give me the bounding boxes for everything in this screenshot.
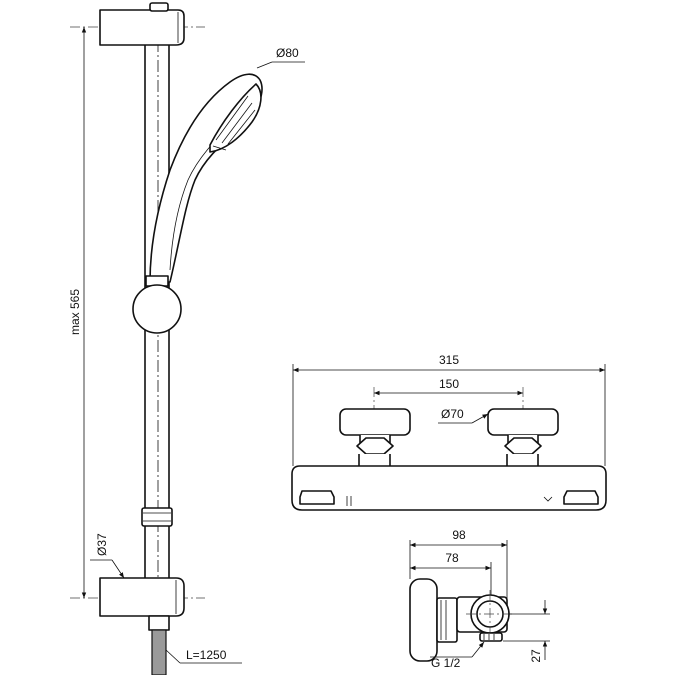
side-depth-inner-label: 78 xyxy=(445,551,459,565)
mixer-front-view: 315 150 Ø70 xyxy=(291,353,607,511)
hose xyxy=(148,615,170,675)
slider-holder xyxy=(132,275,182,334)
rail-diameter-label: Ø37 xyxy=(95,533,109,556)
mixer-width-label: 315 xyxy=(439,353,459,367)
rail-height-label: max 565 xyxy=(68,289,82,335)
top-wall-bracket xyxy=(99,2,185,46)
right-handle xyxy=(487,408,559,472)
left-handle xyxy=(339,408,411,472)
side-handle xyxy=(409,578,458,662)
bottom-wall-bracket xyxy=(99,577,185,617)
handle-diameter-label: Ø70 xyxy=(441,407,464,421)
connection-thread-label: G 1/2 xyxy=(431,656,461,670)
side-depth-total-label: 98 xyxy=(452,528,466,542)
connection-offset-label: 27 xyxy=(529,649,543,663)
mixer-body xyxy=(291,465,607,511)
mixer-side-view: 98 78 27 xyxy=(409,528,550,670)
side-connection xyxy=(456,590,514,642)
inlet-spacing-label: 150 xyxy=(439,377,459,391)
rail-ring xyxy=(141,507,173,527)
shower-rail-view: max 565 Ø80 Ø37 L=1250 xyxy=(68,2,305,675)
hand-shower xyxy=(149,73,263,283)
shower-head-diameter-label: Ø80 xyxy=(276,46,299,60)
hose-length-label: L=1250 xyxy=(186,648,227,662)
